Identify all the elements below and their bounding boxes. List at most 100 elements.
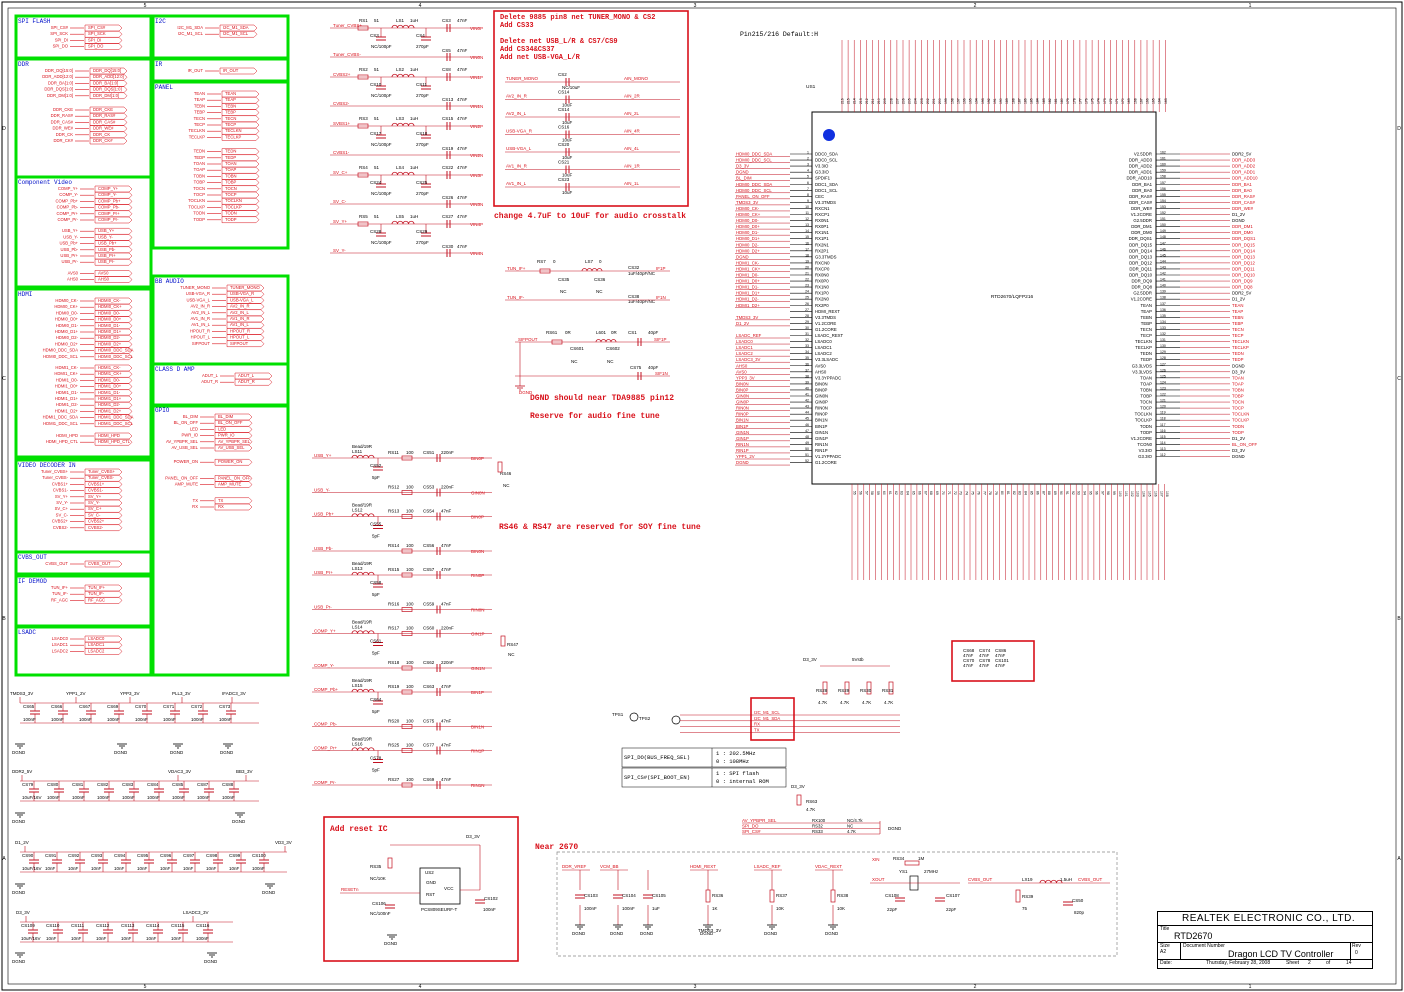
rail-label: DDR2_5V <box>12 769 32 774</box>
audio-out: AIN_4L <box>624 146 640 151</box>
pin-num: 7 <box>807 187 809 191</box>
chip-net-right: DDR_ADD2 <box>1232 164 1256 169</box>
signal-label-right: AV_YPBPR_SEL <box>218 439 251 444</box>
resistor <box>401 572 413 578</box>
change-note-box <box>493 10 689 207</box>
signal-label-right: TEDP <box>225 155 236 160</box>
signal-label-right: LSADC0 <box>88 636 105 641</box>
chip-net-left: DGND <box>736 254 749 259</box>
chip-pin-right: G2.5DDR <box>1133 291 1152 296</box>
pin-num: 93 <box>1077 491 1081 495</box>
signal-label-left: TEBP <box>194 110 205 115</box>
signal-label-right: COMP_Pb- <box>98 205 120 210</box>
net-flag <box>221 134 260 141</box>
net-flag <box>226 297 265 304</box>
signal-label-left: LSADC2 <box>52 648 69 653</box>
grid-col-label: 3 <box>694 3 697 9</box>
cap-val: 100nF <box>72 795 85 800</box>
chip-pin-right: DDR_DM0 <box>1131 230 1152 235</box>
strap-table-row <box>621 767 787 788</box>
if-label: 40pF <box>648 365 659 370</box>
pin-num: 82 <box>1012 491 1016 495</box>
signal-label-left: AV1_IN_R <box>191 316 210 321</box>
chip-pin-left: CEC <box>815 194 824 199</box>
pin-num: 121 <box>1160 399 1166 403</box>
pin-num: 72 <box>953 491 957 495</box>
net-flag <box>221 204 260 211</box>
cap-val: 100nF <box>23 717 36 722</box>
chip-pin-left: V1.2YPPADC <box>815 454 841 459</box>
cap-ref: CS93 <box>91 853 103 858</box>
net-flag <box>221 103 260 110</box>
cvbs-out-pos: VIN2P <box>470 124 483 129</box>
ind-ref: LX19 <box>1022 877 1033 882</box>
resistor <box>705 889 711 903</box>
near-net: DDR_VREF <box>562 864 587 869</box>
net-flag <box>219 24 258 32</box>
near-val: 1uF <box>652 906 660 911</box>
chip-net-right: DGND <box>1232 218 1245 223</box>
net-flag <box>226 284 265 292</box>
bead-net: USB_Pr- <box>314 605 332 610</box>
net-flag <box>94 258 133 266</box>
chip-net-left: BIN1N <box>736 418 749 423</box>
pin-num: 120 <box>1160 405 1166 409</box>
ddr-cap-ref: CS74 <box>979 648 991 653</box>
signal-label-right: SIFPOUT <box>230 341 249 346</box>
cap-ref: CS87 <box>197 782 209 787</box>
chip-net-left: LSADC2 <box>736 351 753 356</box>
grid-row-label: A <box>2 856 6 862</box>
signal-label-right: TOBN <box>225 173 237 178</box>
cap-ref: CS97 <box>183 853 195 858</box>
res-ref: RS32 <box>812 824 823 829</box>
chip-pin-left: V3.3TMDS <box>815 200 836 205</box>
near-val: 10K <box>776 906 784 911</box>
bead-net: USB_Pb+ <box>314 512 334 517</box>
pin-num: 162 <box>1160 151 1166 155</box>
signal-label-left: HDMI0_CK- <box>55 298 78 303</box>
signal-label-right: DDR_ADD[12:0] <box>93 74 124 79</box>
res-ref: RS11 <box>388 450 399 455</box>
cap-ref: CS51 <box>423 450 435 455</box>
audio-net: USB-VGA_R <box>506 129 533 134</box>
chip-net-right: DDR_DM0 <box>1232 230 1253 235</box>
bead-type: Bead/19R <box>352 737 373 742</box>
chip-net-left: RIN0P <box>736 412 749 417</box>
net-flag <box>94 185 133 193</box>
pin-num: 201 <box>932 98 936 104</box>
bead-ref: LS13 <box>352 566 363 571</box>
bead-net: COMP_Pr- <box>314 780 337 785</box>
chip-net-left: HDMI1_D1- <box>736 285 759 290</box>
chip-net-right: DDR2_5V <box>1232 152 1251 157</box>
signal-label-right: TOCN <box>225 186 237 191</box>
bead-net: COMP_Pb+ <box>314 687 339 692</box>
pin-num: 91 <box>1065 491 1069 495</box>
audio-net: AV1_IN_R <box>506 164 528 169</box>
pin-num: 135 <box>1160 314 1166 318</box>
soy-note: RS46 & RS47 are reserved for SOY fine tu… <box>499 523 701 532</box>
strap-net: TX <box>754 727 760 732</box>
ic-pin: RST <box>426 892 435 897</box>
chip-pin-left: RXCP1 <box>815 212 830 217</box>
pin-num: 134 <box>1160 320 1166 324</box>
grid-col-label: 4 <box>419 984 422 990</box>
pin-num: 4 <box>807 169 809 173</box>
signal-label-left: AV1_IN_L <box>191 322 210 327</box>
chip-net-left: GIN0N <box>736 394 749 399</box>
chip-pin-right: DDR_ADD1 <box>1129 170 1153 175</box>
net-flag <box>84 584 123 592</box>
cap-val: 270pF <box>416 240 429 245</box>
resistor <box>1015 889 1021 903</box>
cap-val: 100nF <box>97 795 110 800</box>
net-flag <box>84 560 123 568</box>
cap-val: 47nF <box>457 116 468 121</box>
pin-num: 77 <box>982 491 986 495</box>
reserve-note: Reserve for audio fine tune <box>530 412 660 421</box>
dgnd-note: DGND should near TDA9885 pin12 <box>530 394 674 403</box>
chip-net-right: TECLKN <box>1232 339 1249 344</box>
chip-pin-left: BIN1P <box>815 424 828 429</box>
pin-num: 144 <box>1160 259 1166 263</box>
pin-num: 67 <box>923 491 927 495</box>
docnum-label: Document Number <box>1183 943 1225 949</box>
gnd-label: DGND <box>888 826 902 831</box>
